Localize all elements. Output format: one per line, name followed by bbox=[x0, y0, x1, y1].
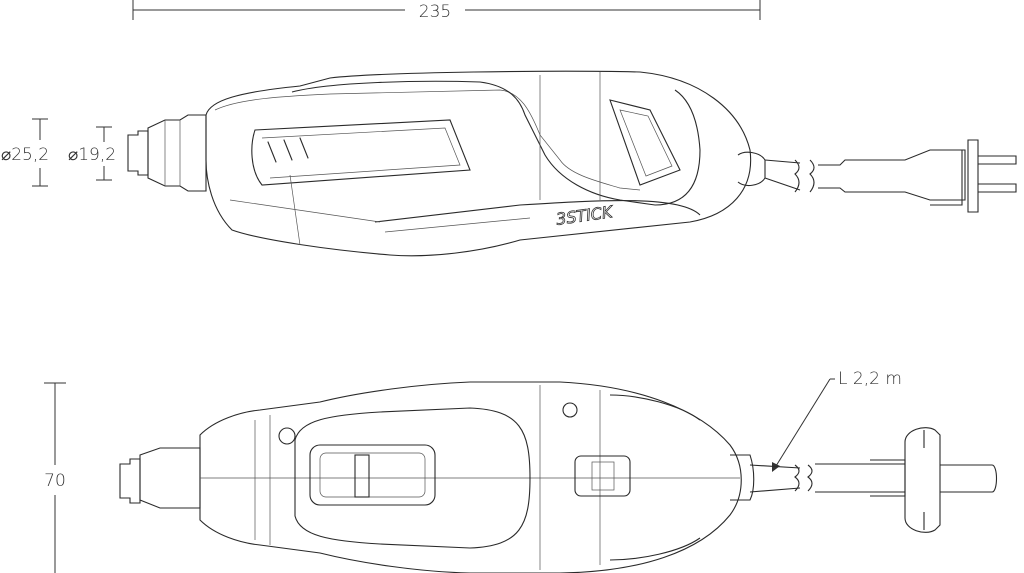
height-dimension: 70 bbox=[44, 382, 66, 573]
side-view-tool: 3STICK bbox=[127, 70, 1017, 257]
cord-length-callout: L 2,2 m bbox=[772, 369, 902, 472]
length-dimension: 235 bbox=[132, 0, 761, 22]
top-view-tool bbox=[119, 381, 998, 573]
inner-diameter-dimension: ⌀19,2 bbox=[68, 126, 116, 181]
outer-diameter-dimension: ⌀25,2 bbox=[1, 118, 49, 187]
cord-length-label: L 2,2 m bbox=[838, 369, 902, 389]
outer-diameter-label: ⌀25,2 bbox=[1, 145, 49, 165]
height-label: 70 bbox=[44, 471, 66, 491]
length-label: 235 bbox=[419, 2, 451, 22]
brand-logo: 3STICK bbox=[555, 202, 615, 229]
inner-diameter-label: ⌀19,2 bbox=[68, 145, 116, 165]
